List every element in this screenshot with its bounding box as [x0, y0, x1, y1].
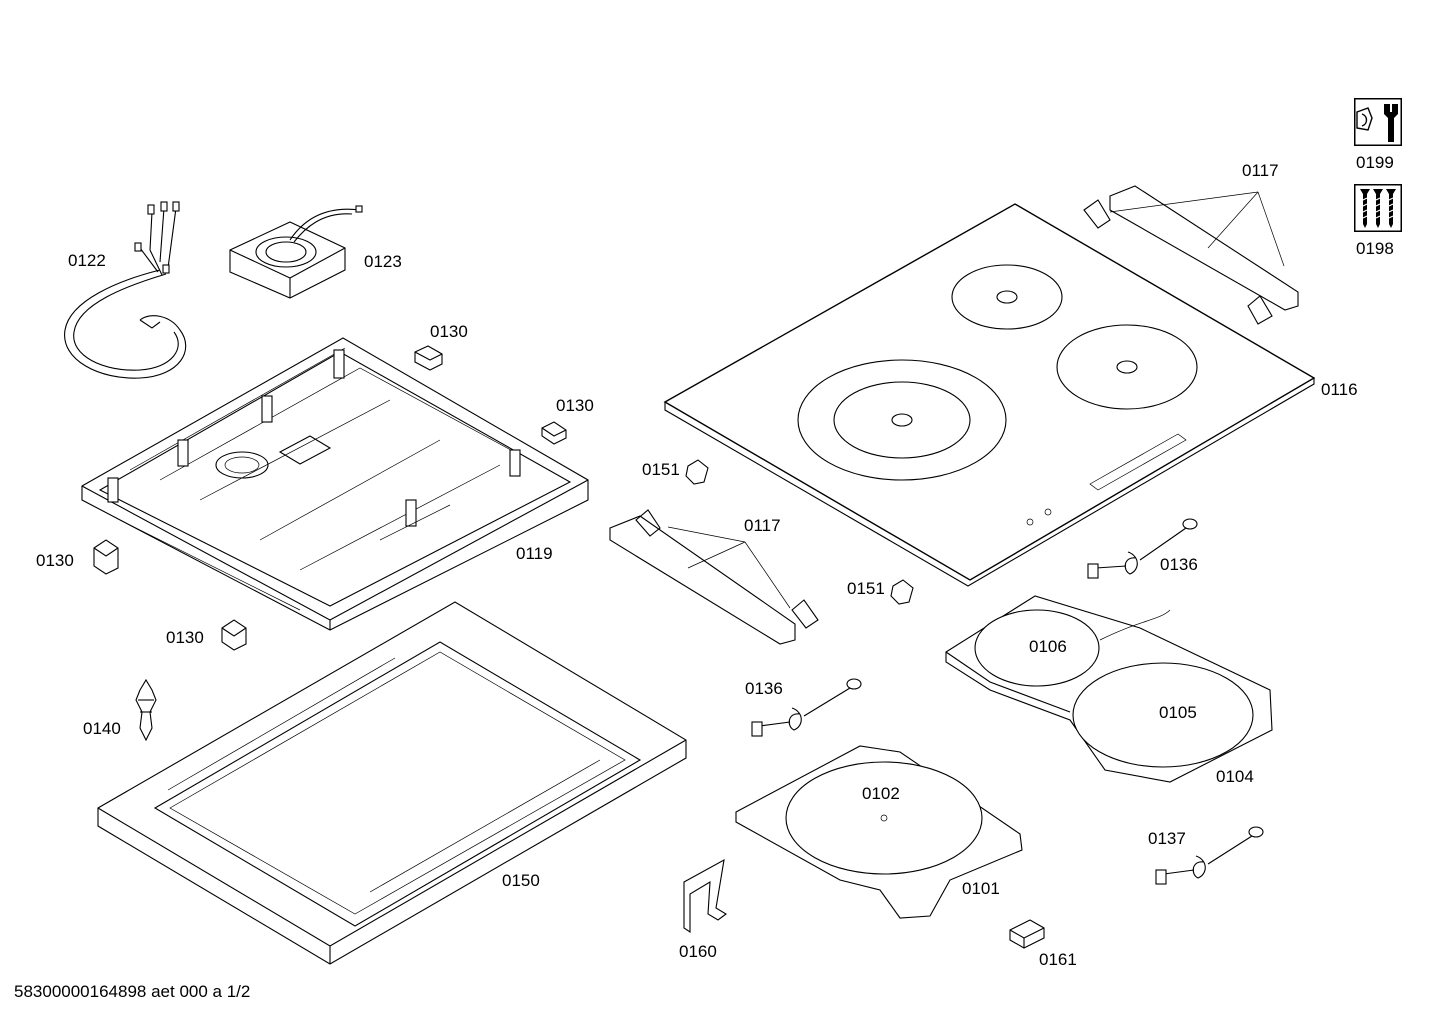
temperature-sensor-part [1155, 826, 1264, 885]
label-0151-lower: 0151 [847, 579, 885, 598]
clip-part-left [93, 539, 119, 575]
induction-coil-small-part [974, 609, 1100, 687]
glass-clip-part-upper [685, 459, 709, 485]
label-0101: 0101 [962, 879, 1000, 898]
label-0117-front: 0117 [744, 516, 781, 535]
label-0136-lower: 0136 [745, 679, 783, 698]
label-0130-left: 0130 [36, 551, 74, 570]
clip-part-right [541, 421, 567, 445]
mounting-frame-part [97, 601, 687, 965]
induction-coil-part-2 [785, 761, 983, 875]
clip-part-bottom [221, 619, 247, 651]
label-0137: 0137 [1148, 829, 1186, 848]
label-0119: 0119 [516, 544, 553, 563]
clip-part-top [414, 345, 443, 371]
label-0130-right: 0130 [556, 396, 594, 415]
label-0199: 0199 [1356, 153, 1394, 172]
label-0123: 0123 [364, 252, 402, 271]
label-0198: 0198 [1356, 239, 1394, 258]
sensor-cable-part-upper [1087, 518, 1198, 579]
coil-wire [1099, 609, 1171, 641]
spring-bracket-part [683, 858, 727, 934]
bracket-part-front [609, 509, 819, 645]
label-0130-top: 0130 [430, 322, 468, 341]
label-0140: 0140 [83, 719, 121, 738]
label-0161: 0161 [1039, 950, 1077, 969]
label-0160: 0160 [679, 942, 717, 961]
label-0104: 0104 [1216, 767, 1254, 786]
glass-cooktop-part [663, 203, 1316, 587]
label-0117-rear: 0117 [1242, 161, 1279, 180]
induction-coil-large-part [1072, 662, 1254, 768]
label-0105: 0105 [1159, 703, 1197, 722]
label-0102: 0102 [862, 784, 900, 803]
label-0106: 0106 [1029, 637, 1067, 656]
housing-tray-part [81, 337, 589, 631]
label-0122: 0122 [68, 251, 106, 270]
power-cable-part [64, 201, 187, 379]
label-0136-upper: 0136 [1160, 555, 1198, 574]
label-0150: 0150 [502, 871, 540, 890]
label-0116: 0116 [1321, 380, 1358, 399]
wrench-icon [1354, 98, 1402, 146]
label-0151-upper: 0151 [642, 460, 680, 479]
connector-block-part [1009, 919, 1045, 949]
fastener-part [135, 678, 157, 742]
bracket-part-rear [1083, 185, 1299, 325]
label-0130-bottom: 0130 [166, 628, 204, 647]
glass-clip-part-lower [890, 579, 914, 605]
sensor-cable-part-lower [751, 678, 862, 737]
document-footer: 58300000164898 aet 000 a 1/2 [14, 982, 251, 1001]
fan-part [229, 205, 363, 299]
screws-icon [1354, 184, 1402, 232]
